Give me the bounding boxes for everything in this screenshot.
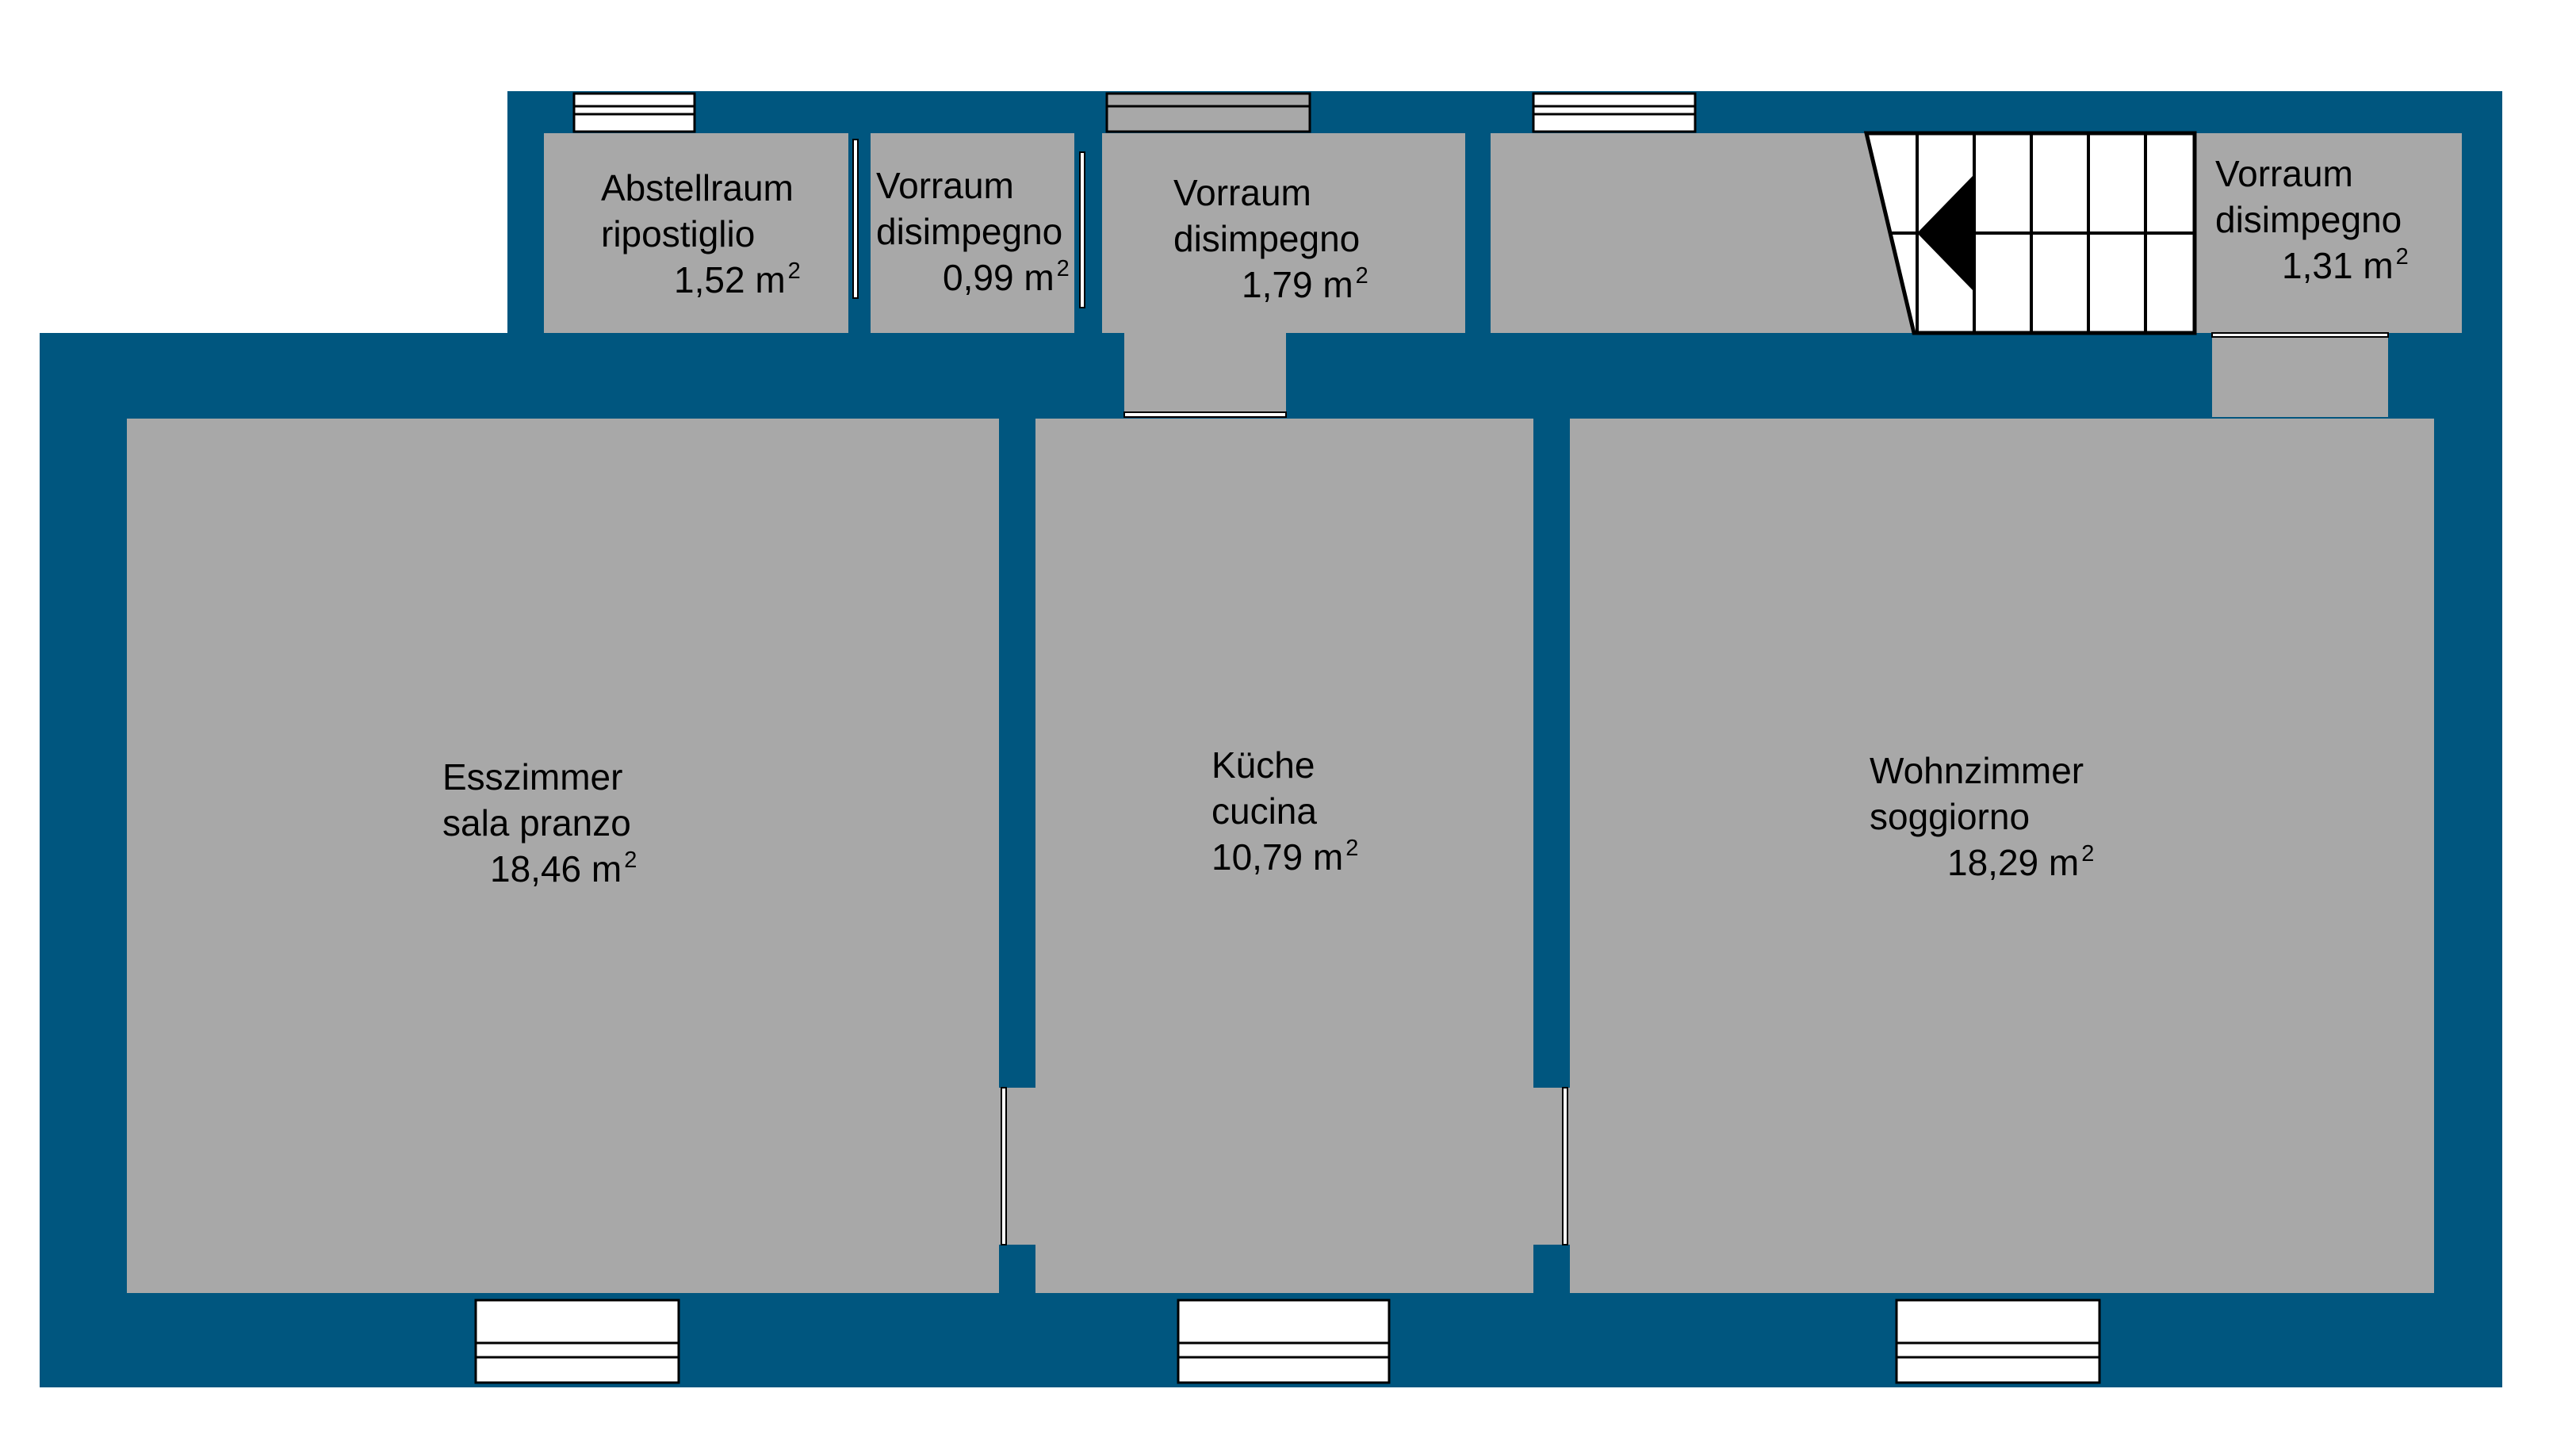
stair-direction-arrow-icon [1917,176,1973,290]
window-top-3 [1532,92,1697,133]
door-frame [1079,151,1085,308]
stair-treads [1890,133,2195,333]
window-bottom-2 [1177,1299,1391,1384]
floor-vorraum-1 [871,133,1074,333]
door-frame [1562,1087,1568,1245]
floor-abstellraum [544,133,848,333]
door-frame [1123,411,1287,418]
door-openings [852,139,2389,1245]
door-frame [2211,332,2389,338]
window-top-1 [572,92,696,133]
door-frame [1001,1087,1007,1245]
staircase [1863,131,2197,335]
floor-passage-vorraum-2 [1124,333,1286,417]
floors [127,133,2462,1293]
floor-kueche [1035,419,1533,1293]
window-bottom-1 [474,1299,680,1384]
window-bottom-3 [1895,1299,2101,1384]
door-frame [852,139,859,299]
floor-wohnzimmer [1570,419,2434,1293]
windows [474,92,2101,1384]
window-top-2 [1105,92,1311,133]
floor-vorraum-2 [1102,133,1465,333]
floor-passage-vorraum-3 [2212,333,2388,417]
floor-esszimmer [127,419,999,1293]
